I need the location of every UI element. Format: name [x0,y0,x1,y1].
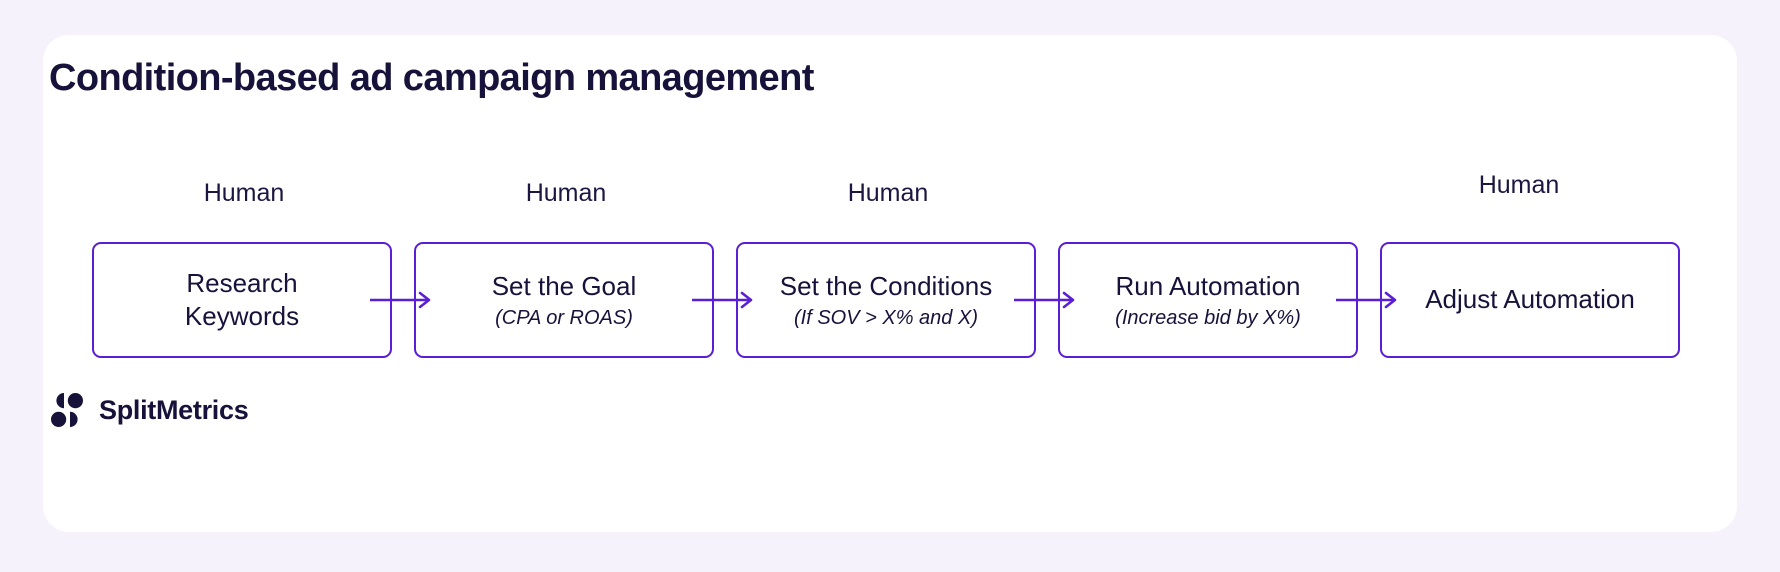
actor-label-set-the-conditions: Human [847,179,929,207]
flow-node-research-keywords[interactable]: Research Keywords [92,242,392,358]
flow-node-subtitle: (CPA or ROAS) [495,306,633,329]
flow-node-subtitle: (Increase bid by X%) [1115,306,1301,329]
flow-node-run-automation[interactable]: Run Automation (Increase bid by X%) [1058,242,1358,358]
flow-node-set-the-goal[interactable]: Set the Goal (CPA or ROAS) [414,242,714,358]
flow-node-title: Adjust Automation [1425,284,1635,315]
flow-node-title: Set the Goal [491,271,637,302]
flow-node-set-the-conditions[interactable]: Set the Conditions (If SOV > X% and X) [736,242,1036,358]
splitmetrics-logo-mark-icon [51,393,83,427]
flow-node-title: Run Automation [1115,271,1301,302]
flow-node-subtitle: (If SOV > X% and X) [794,306,978,329]
flow-node-title: Research Keywords [184,267,300,331]
process-flow: Human Human Human Human Research Keyword… [0,165,1694,365]
actor-label-set-the-goal: Human [525,179,607,207]
page-title: Condition-based ad campaign management [49,57,814,99]
actor-label-adjust-automation: Human [1478,171,1560,199]
splitmetrics-logo: SplitMetrics [49,392,249,428]
actor-label-research-keywords: Human [203,179,285,207]
flow-node-adjust-automation[interactable]: Adjust Automation [1380,242,1680,358]
flow-node-title: Set the Conditions [779,271,993,302]
splitmetrics-logo-text: SplitMetrics [99,394,249,425]
